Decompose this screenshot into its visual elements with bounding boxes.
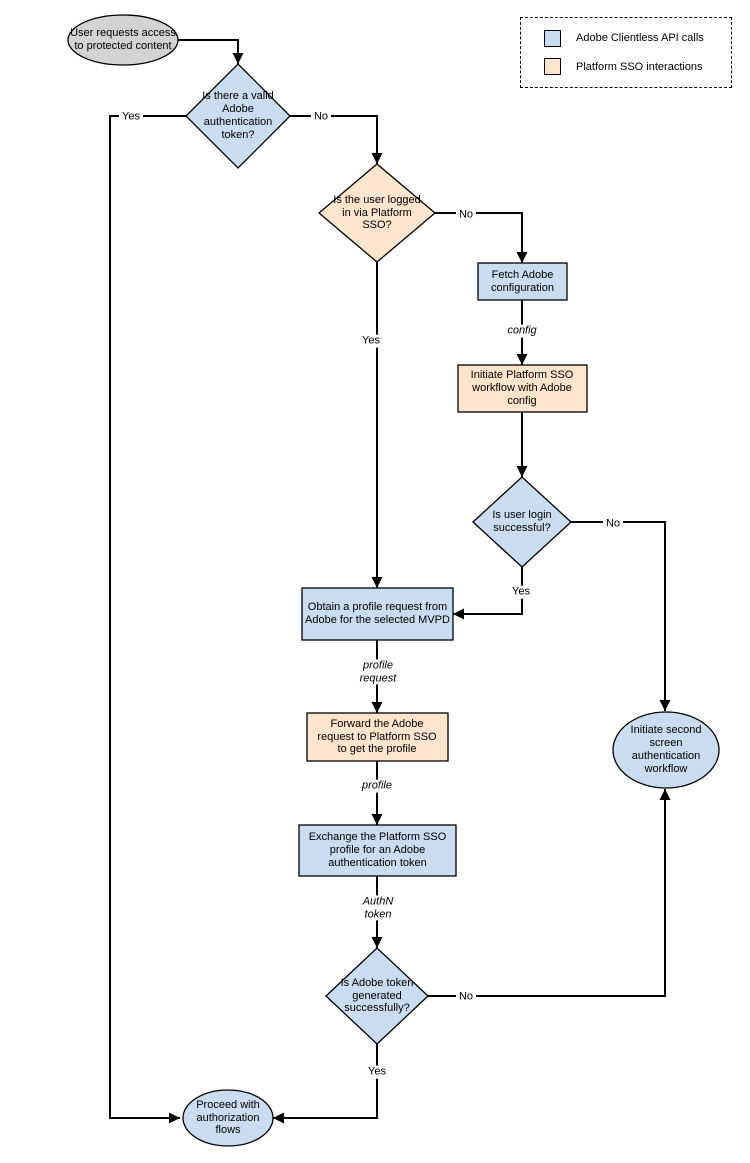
second-screen-shape [612, 711, 720, 789]
edge-label-login-success-no: No [602, 517, 624, 531]
edge-label-token-generated-no: No [455, 990, 477, 1004]
edge-label-sso-login-yes: Yes [359, 334, 383, 348]
edge-label-valid-token-yes: Yes [119, 110, 143, 124]
edge-start-to-valid-token [178, 39, 244, 64]
sso-login-decision-shape [317, 163, 437, 263]
edge-label-sso-login-no: No [455, 208, 477, 222]
legend-swatch-adobe-icon [544, 29, 561, 47]
edge-label-login-success-yes: Yes [509, 585, 533, 599]
edge-label-token-generated-yes: Yes [365, 1065, 389, 1079]
edge-label-profile: profile [359, 779, 395, 793]
legend-swatch-sso-icon [544, 58, 561, 76]
edge-token-generated-yes-to-proceed [273, 1044, 378, 1124]
exchange-profile-shape [298, 824, 457, 877]
legend: Adobe Clientless API calls Platform SSO … [520, 17, 732, 88]
obtain-profile-request-shape [301, 587, 454, 641]
edge-label-profile-request: profile request [350, 659, 406, 685]
token-generated-decision-shape [325, 947, 429, 1045]
edge-token-generated-no-to-second-screen [428, 789, 671, 997]
edge-label-authn-token: AuthN token [353, 895, 403, 921]
start-node-shape [67, 14, 179, 66]
edge-valid-token-no-to-sso-login [290, 115, 383, 164]
valid-token-decision-shape [185, 63, 291, 169]
edge-login-success-no-to-second-screen [571, 521, 671, 711]
fetch-config-shape [477, 262, 568, 301]
legend-row-adobe: Adobe Clientless API calls [544, 29, 731, 47]
forward-request-shape [306, 712, 449, 762]
edge-login-success-yes-to-obtain [453, 567, 523, 620]
edge-valid-token-yes-to-proceed [109, 115, 186, 1124]
proceed-authz-shape [182, 1089, 274, 1147]
legend-label-sso: Platform SSO interactions [576, 60, 703, 73]
legend-label-adobe: Adobe Clientless API calls [576, 32, 704, 45]
edge-label-config: config [504, 324, 540, 338]
initiate-sso-shape [457, 364, 588, 413]
legend-row-sso: Platform SSO interactions [544, 58, 731, 76]
edge-sso-login-no-to-fetch-config [435, 212, 528, 263]
edge-label-valid-token-no: No [310, 110, 332, 124]
login-success-decision-shape [472, 476, 572, 568]
